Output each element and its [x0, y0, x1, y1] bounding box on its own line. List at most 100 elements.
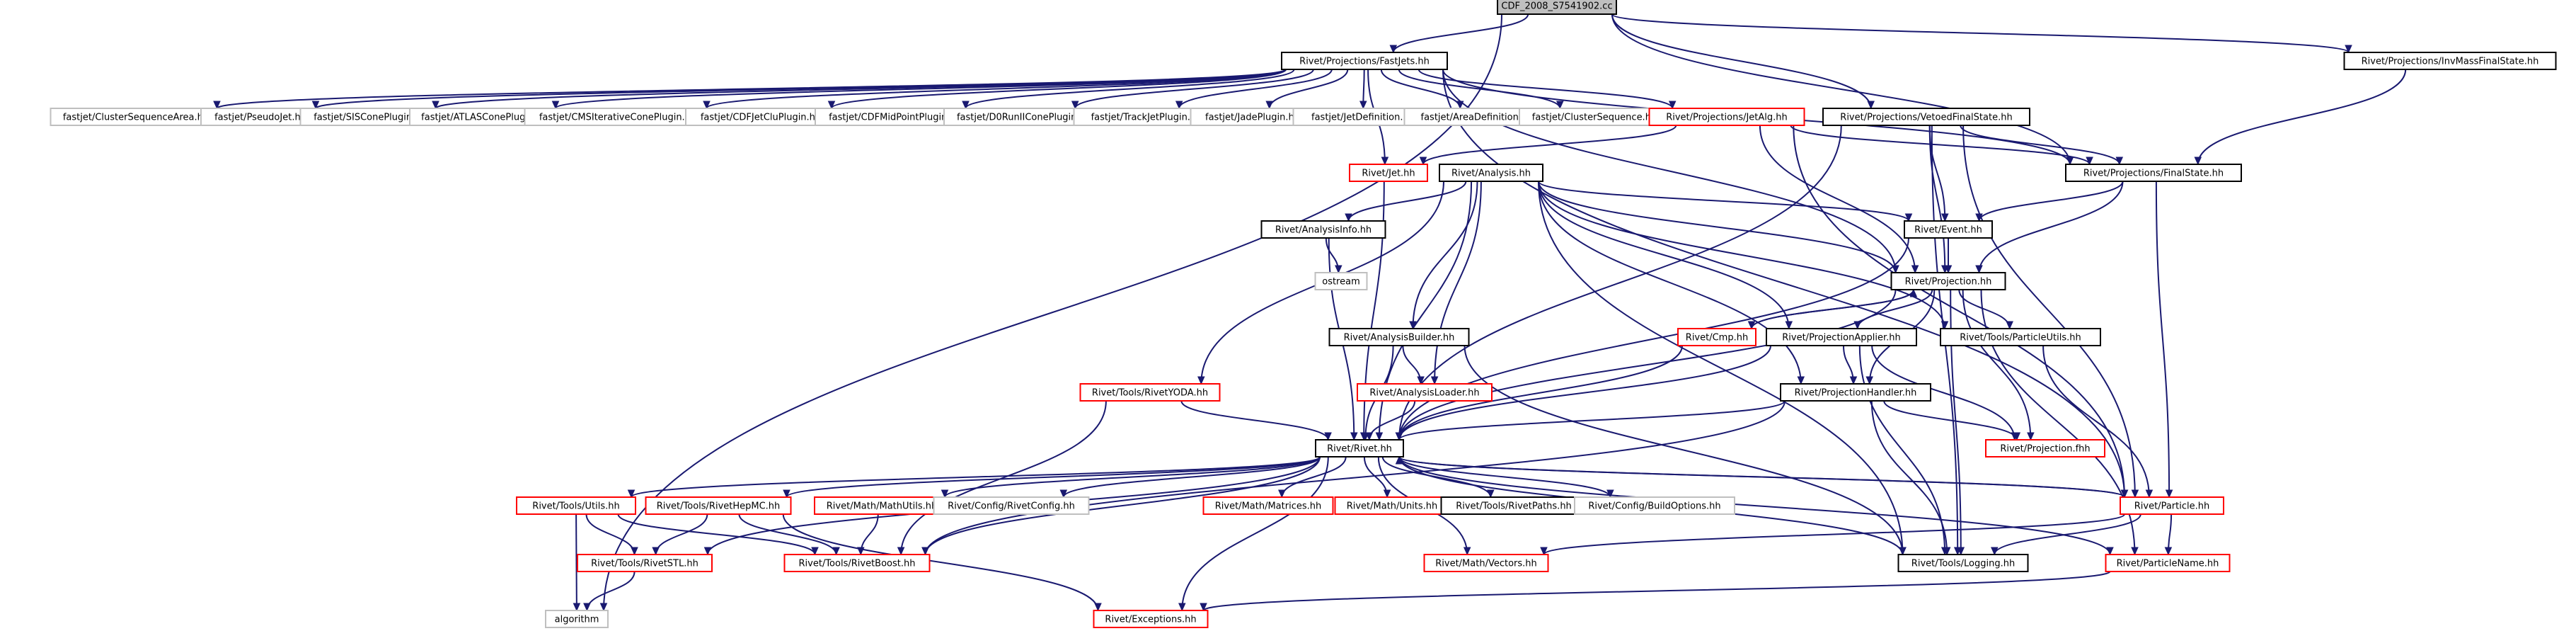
- node-root[interactable]: CDF_2008_S7541902.cc: [1497, 0, 1617, 15]
- edge-rivet-to-rivetboost: [921, 456, 1321, 556]
- node-projapplier[interactable]: Rivet/ProjectionApplier.hh: [1766, 328, 1917, 346]
- node-cmp[interactable]: Rivet/Cmp.hh: [1677, 328, 1756, 346]
- edge-line: [1398, 345, 1771, 440]
- edge-fastjets-to-fj_cs: [1398, 69, 1564, 110]
- node-box: [1822, 108, 2030, 126]
- node-label: Rivet/Math/MathUtils.hh: [827, 501, 937, 512]
- edge-fastjets-to-fj_d0: [1071, 69, 1314, 110]
- edge-projection-to-particleutils: [1958, 289, 2013, 330]
- node-mathutils[interactable]: Rivet/Math/MathUtils.hh: [814, 496, 950, 515]
- edge-arrowhead: [1909, 288, 1918, 297]
- edge-line: [2042, 345, 2150, 498]
- edge-utils-to-rivetboost: [617, 513, 819, 556]
- node-particle[interactable]: Rivet/Particle.hh: [2120, 496, 2224, 515]
- node-exceptions[interactable]: Rivet/Exceptions.hh: [1093, 610, 1209, 628]
- edge-analysisbuilder-to-analysisloader: [1402, 345, 1425, 385]
- edge-rivet-to-buildoptions: [1398, 456, 1614, 499]
- node-box: [1766, 328, 1917, 346]
- edge-line: [1538, 181, 1909, 222]
- node-label: fastjet/CDFJetCluPlugin.hh: [701, 113, 821, 123]
- node-box: [1985, 439, 2105, 457]
- edge-arrowhead: [783, 489, 790, 499]
- edge-arrowhead: [1892, 265, 1899, 274]
- node-projfhh[interactable]: Rivet/Projection.fhh: [1985, 439, 2105, 457]
- node-fastjets[interactable]: Rivet/Projections/FastJets.hh: [1281, 52, 1448, 70]
- edge-arrowhead: [1278, 489, 1286, 499]
- node-analysisinfo[interactable]: Rivet/AnalysisInfo.hh: [1260, 220, 1386, 239]
- edge-rivet-to-particlename: [1398, 456, 2114, 556]
- node-projection[interactable]: Rivet/Projection.hh: [1890, 272, 2006, 290]
- node-finalstate[interactable]: Rivet/Projections/FinalState.hh: [2065, 164, 2242, 182]
- edge-line: [1538, 181, 1945, 329]
- node-particleutils[interactable]: Rivet/Tools/ParticleUtils.hh: [1940, 328, 2101, 346]
- edge-line: [1543, 513, 2125, 555]
- edge-arrowhead: [627, 489, 636, 499]
- node-logging[interactable]: Rivet/Tools/Logging.hh: [1897, 554, 2029, 572]
- node-event[interactable]: Rivet/Event.hh: [1904, 220, 1993, 239]
- edge-arrowhead: [703, 547, 712, 556]
- node-label: Rivet/Projections/JetAlg.hh: [1666, 113, 1788, 123]
- edge-rivet-to-utils: [627, 456, 1321, 499]
- edge-rivet-to-exceptions: [1178, 456, 1329, 612]
- node-label: Rivet/Tools/Utils.hh: [532, 501, 619, 512]
- node-rivethepmc[interactable]: Rivet/Tools/RivetHepMC.hh: [645, 496, 792, 515]
- node-jetalg[interactable]: Rivet/Projections/JetAlg.hh: [1648, 108, 1805, 126]
- edge-arrowhead: [652, 547, 660, 556]
- node-rivetstl[interactable]: Rivet/Tools/RivetSTL.hh: [577, 554, 713, 572]
- node-box: [1497, 0, 1617, 15]
- node-algorithm: algorithm: [545, 610, 609, 628]
- node-label: Rivet/ProjectionHandler.hh: [1795, 388, 1917, 399]
- edge-line: [617, 513, 816, 555]
- node-particlename[interactable]: Rivet/ParticleName.hh: [2105, 554, 2231, 572]
- edge-line: [631, 456, 1321, 498]
- node-rivet[interactable]: Rivet/Rivet.hh: [1315, 439, 1404, 457]
- edge-arrowhead: [2164, 547, 2173, 556]
- node-label: Rivet/Cmp.hh: [1686, 333, 1748, 343]
- edge-line: [1398, 456, 1611, 498]
- edge-arrowhead: [2027, 432, 2035, 441]
- edge-arrowhead: [2006, 321, 2013, 330]
- node-vectors[interactable]: Rivet/Math/Vectors.hh: [1423, 554, 1549, 572]
- node-projhandler[interactable]: Rivet/ProjectionHandler.hh: [1780, 383, 1931, 402]
- edge-arrowhead: [2145, 489, 2154, 499]
- node-rivetyoda[interactable]: Rivet/Tools/RivetYODA.hh: [1079, 383, 1221, 402]
- node-label: Rivet/AnalysisInfo.hh: [1275, 225, 1372, 236]
- node-units[interactable]: Rivet/Math/Units.hh: [1334, 496, 1450, 515]
- edge-line: [1062, 456, 1321, 498]
- edge-arrowhead: [2013, 432, 2021, 441]
- node-invmass[interactable]: Rivet/Projections/InvMassFinalState.hh: [2343, 52, 2557, 70]
- node-analysis[interactable]: Rivet/Analysis.hh: [1439, 164, 1543, 182]
- edge-arrowhead: [1359, 101, 1367, 110]
- node-rivetpaths[interactable]: Rivet/Tools/RivetPaths.hh: [1440, 496, 1587, 515]
- node-utils[interactable]: Rivet/Tools/Utils.hh: [516, 496, 636, 515]
- node-box: [1677, 328, 1756, 346]
- edge-line: [1347, 181, 1467, 222]
- edge-line: [2197, 69, 2407, 165]
- node-vetoed[interactable]: Rivet/Projections/VetoedFinalState.hh: [1822, 108, 2030, 126]
- edge-arrowhead: [1540, 547, 1548, 556]
- edge-arrowhead: [2106, 547, 2114, 556]
- node-jet[interactable]: Rivet/Jet.hh: [1349, 164, 1428, 182]
- edge-rivethepmc-to-rivetboost: [738, 513, 840, 556]
- node-matrices[interactable]: Rivet/Math/Matrices.hh: [1202, 496, 1334, 515]
- edge-event-to-projection: [1944, 237, 1953, 274]
- node-label: fastjet/CDFMidPointPlugin.hh: [829, 113, 962, 123]
- edge-line: [1858, 345, 1946, 555]
- node-label: fastjet/JetDefinition.hh: [1311, 113, 1415, 123]
- edge-line: [786, 456, 1321, 498]
- edge-arrowhead: [1899, 547, 1907, 556]
- edge-root-to-algorithm: [599, 13, 1502, 612]
- node-label: fastjet/CMSIterativeConePlugin.hh: [539, 113, 696, 123]
- edge-analysis-to-analysisinfo: [1345, 181, 1467, 222]
- edge-arrowhead: [1941, 213, 1949, 222]
- edge-arrowhead: [1487, 489, 1495, 499]
- edge-particle-to-particlename: [2164, 513, 2173, 556]
- node-analysisloader[interactable]: Rivet/AnalysisLoader.hh: [1357, 383, 1493, 402]
- edge-invmass-to-finalstate: [2194, 69, 2407, 166]
- node-label: Rivet/Tools/RivetPaths.hh: [1456, 501, 1572, 512]
- node-rivetconfig: Rivet/Config/RivetConfig.hh: [933, 496, 1090, 515]
- node-rivetboost[interactable]: Rivet/Tools/RivetBoost.hh: [783, 554, 931, 572]
- edge-analysis-to-analysisbuilder: [1409, 181, 1478, 330]
- edge-rivet-to-units: [1363, 456, 1391, 499]
- node-analysisbuilder[interactable]: Rivet/AnalysisBuilder.hh: [1328, 328, 1470, 346]
